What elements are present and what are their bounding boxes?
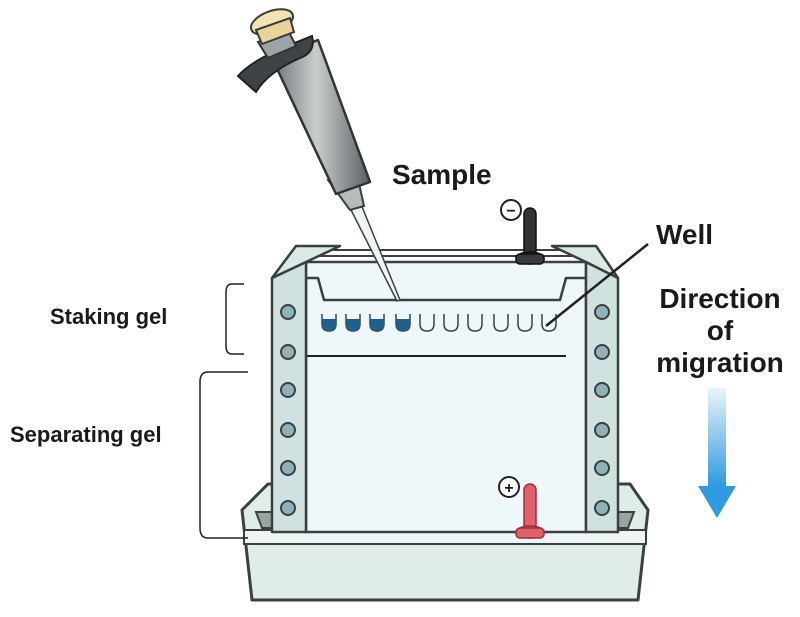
clamp-screw <box>280 500 296 516</box>
stacking-gel-label: Staking gel <box>50 304 167 329</box>
clamp-screw <box>594 500 610 516</box>
positive-sign: + <box>504 480 513 497</box>
wells <box>321 314 557 332</box>
negative-terminal-icon: − <box>500 199 522 221</box>
gel-cassette <box>290 249 588 534</box>
well-pointer-line <box>545 243 649 327</box>
well-label: Well <box>656 219 713 250</box>
clamp-screw <box>280 382 296 398</box>
well-empty <box>493 314 509 332</box>
well-empty <box>467 314 483 332</box>
well-loaded <box>369 314 385 332</box>
well-loaded <box>395 314 411 332</box>
gel-notch <box>306 276 586 302</box>
right-clamp <box>550 244 620 534</box>
direction-label-line2: of <box>707 315 734 346</box>
stacking-gel-brace <box>225 283 244 355</box>
clamp-screw <box>280 304 296 320</box>
well-empty <box>517 314 533 332</box>
separating-gel-label: Separating gel <box>10 422 162 447</box>
clamp-screw <box>594 460 610 476</box>
negative-sign: − <box>506 203 515 220</box>
well-empty <box>541 314 557 332</box>
sample-label: Sample <box>392 159 492 190</box>
negative-electrode <box>515 207 545 265</box>
clamp-screw <box>594 304 610 320</box>
left-clamp <box>270 244 342 534</box>
direction-label-line3: migration <box>656 347 784 378</box>
migration-arrow <box>698 388 736 518</box>
direction-label-line1: Direction <box>659 283 780 314</box>
positive-terminal-icon: + <box>498 476 520 498</box>
clamp-screw <box>280 460 296 476</box>
pipette <box>236 8 401 302</box>
clamp-screw <box>280 422 296 438</box>
positive-electrode <box>515 483 545 539</box>
clamp-screw <box>594 422 610 438</box>
well-empty <box>443 314 459 332</box>
clamp-screw <box>280 344 296 360</box>
well-loaded <box>321 314 337 332</box>
well-loaded <box>345 314 361 332</box>
clamp-screw <box>594 382 610 398</box>
well-empty <box>419 314 435 332</box>
separating-gel-brace <box>199 371 248 539</box>
clamp-screw <box>594 344 610 360</box>
